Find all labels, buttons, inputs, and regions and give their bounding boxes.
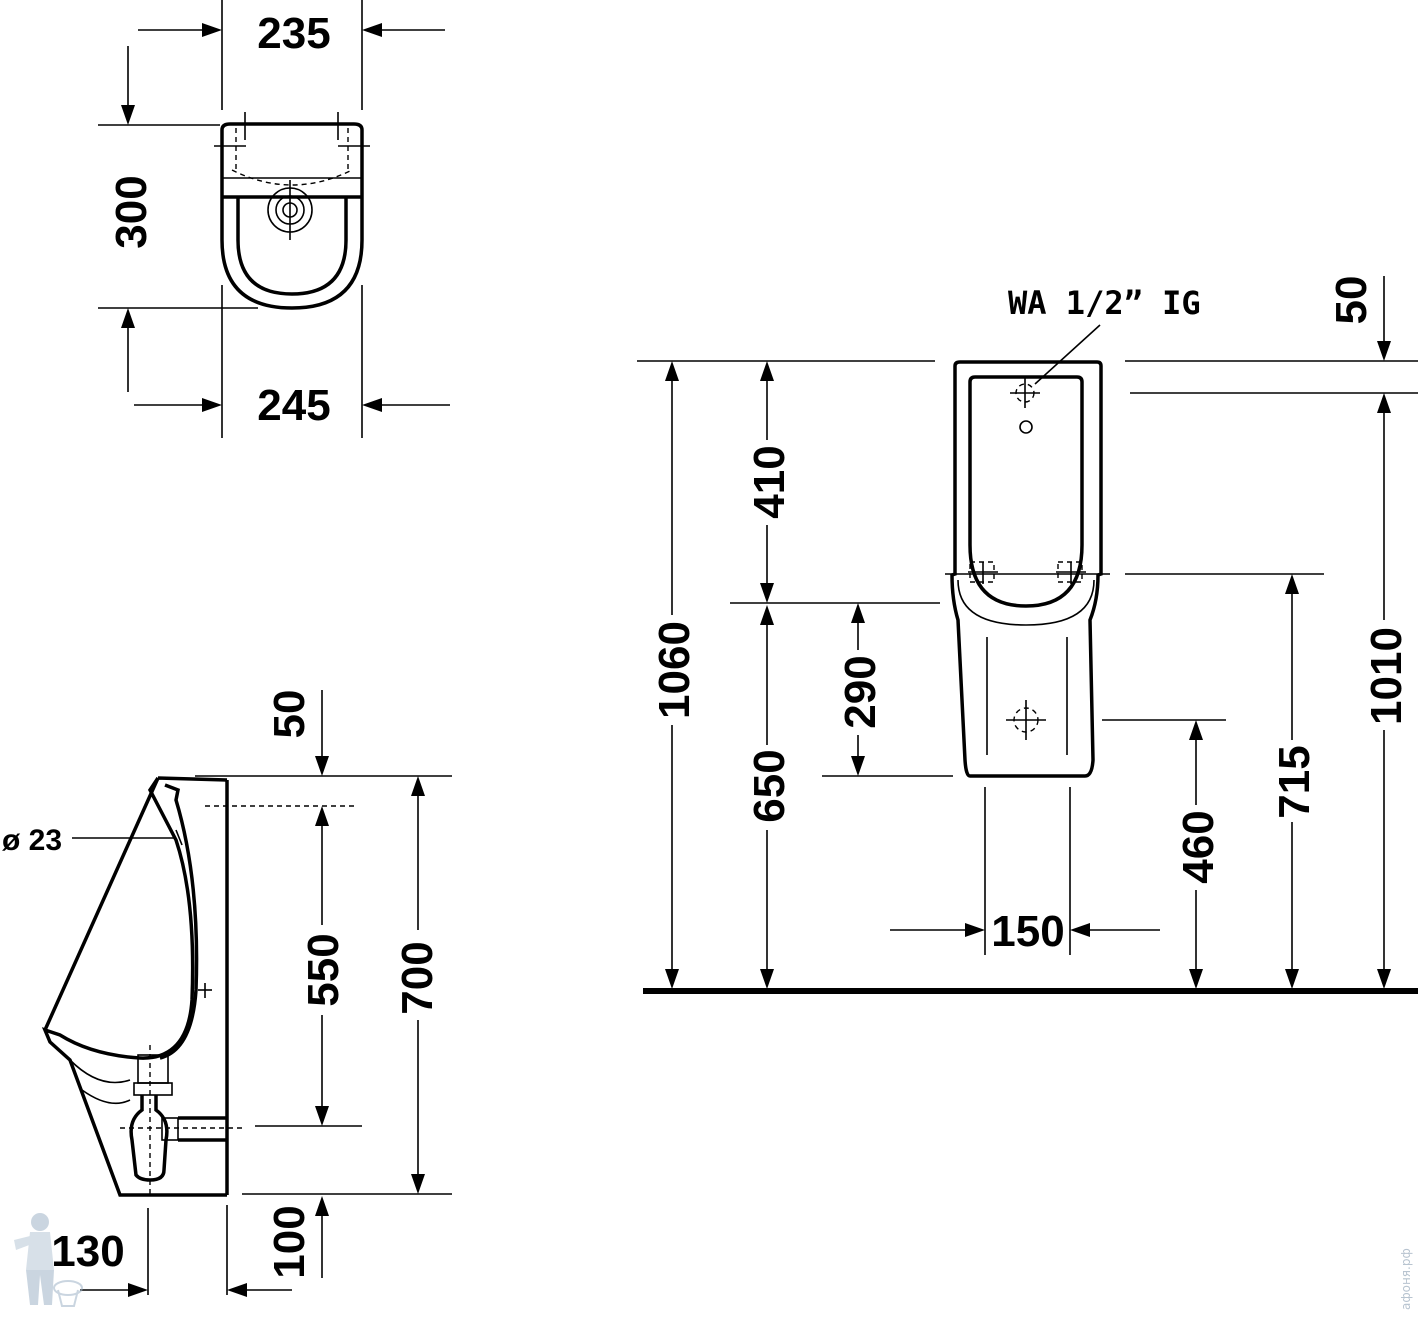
dim-100: 100	[265, 1205, 314, 1278]
plumber-logo-icon	[14, 1213, 83, 1307]
dim-650: 650	[745, 749, 794, 822]
dim-550: 550	[299, 933, 348, 1006]
dim-side-50: 50	[265, 690, 314, 739]
dim-290: 290	[836, 655, 885, 728]
front-view: WA 1/2” IG 50 410 1060 290 650 150 460 7…	[637, 276, 1418, 994]
dim-1010: 1010	[1362, 627, 1411, 725]
label-water-supply: WA 1/2” IG	[1008, 284, 1201, 322]
dim-460: 460	[1174, 810, 1223, 883]
dim-front-50: 50	[1327, 276, 1376, 325]
dim-715: 715	[1270, 745, 1319, 818]
dim-410: 410	[745, 445, 794, 518]
side-view: 50 ø 23 550 700 130 100	[2, 690, 452, 1297]
dim-1060: 1060	[650, 621, 699, 719]
dim-245: 245	[257, 381, 330, 430]
dim-235: 235	[257, 9, 330, 58]
watermark-text: афоня.рф	[1399, 1248, 1413, 1310]
dim-300: 300	[107, 175, 156, 248]
top-view: 235 245 300	[98, 0, 450, 438]
label-pipe-diameter: ø 23	[2, 824, 62, 857]
dim-150: 150	[991, 907, 1064, 956]
dim-130: 130	[51, 1227, 124, 1276]
dim-700: 700	[393, 941, 442, 1014]
